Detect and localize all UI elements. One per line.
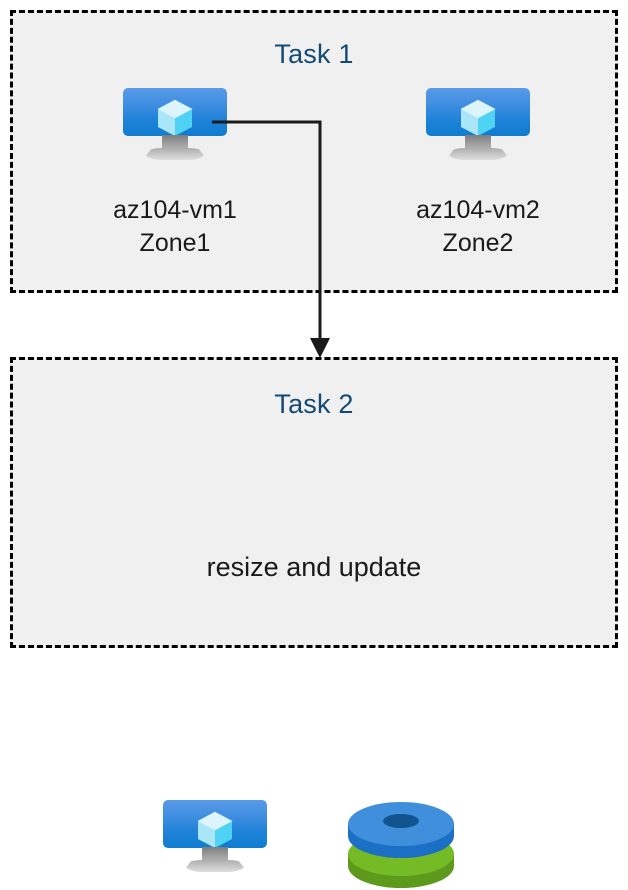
node-task2-vm [110,800,320,890]
vm2-name: az104-vm2 [416,196,540,224]
vm-stand-neck [162,135,188,151]
vm-cube-icon [157,99,193,136]
azure-virtual-machine-icon [426,88,530,170]
disks-icon-wrap [338,800,463,890]
task-1-container: Task 1 az104-vm1 Zone1 [10,10,618,293]
vm-stand-base [448,148,508,160]
vm1-label: az104-vm1 Zone1 [60,194,290,260]
task2-vm-icon-wrap [110,800,320,890]
task-1-title: Task 1 [274,39,354,69]
vm2-icon-wrap [363,88,593,178]
task-2-container: Task 2 [10,357,618,888]
vm1-zone: Zone1 [139,229,211,257]
task2-caption-wrap: resize and update [13,550,615,584]
arrowhead-icon [310,338,330,358]
vm-cube-icon [197,811,233,848]
vm-stand-base [185,860,245,872]
vm-stand-neck [465,135,491,151]
vm2-zone: Zone2 [442,229,514,257]
disk-blue [347,802,454,858]
node-az104-vm1: az104-vm1 Zone1 [60,88,290,260]
vm1-icon-wrap [60,88,290,178]
vm2-label: az104-vm2 Zone2 [363,194,593,260]
vm-stand-base [145,148,205,160]
diagram-root: Task 1 az104-vm1 Zone1 [10,10,618,888]
task-2-title: Task 2 [274,389,354,419]
vm-cube-icon [460,99,496,136]
node-az104-vm2: az104-vm2 Zone2 [363,88,593,260]
task2-caption: resize and update [206,552,422,582]
azure-virtual-machine-icon [163,800,267,882]
vm1-name: az104-vm1 [113,196,237,224]
azure-virtual-machine-icon [123,88,227,170]
azure-disks-icon [347,802,454,888]
node-azure-disks [338,800,463,890]
